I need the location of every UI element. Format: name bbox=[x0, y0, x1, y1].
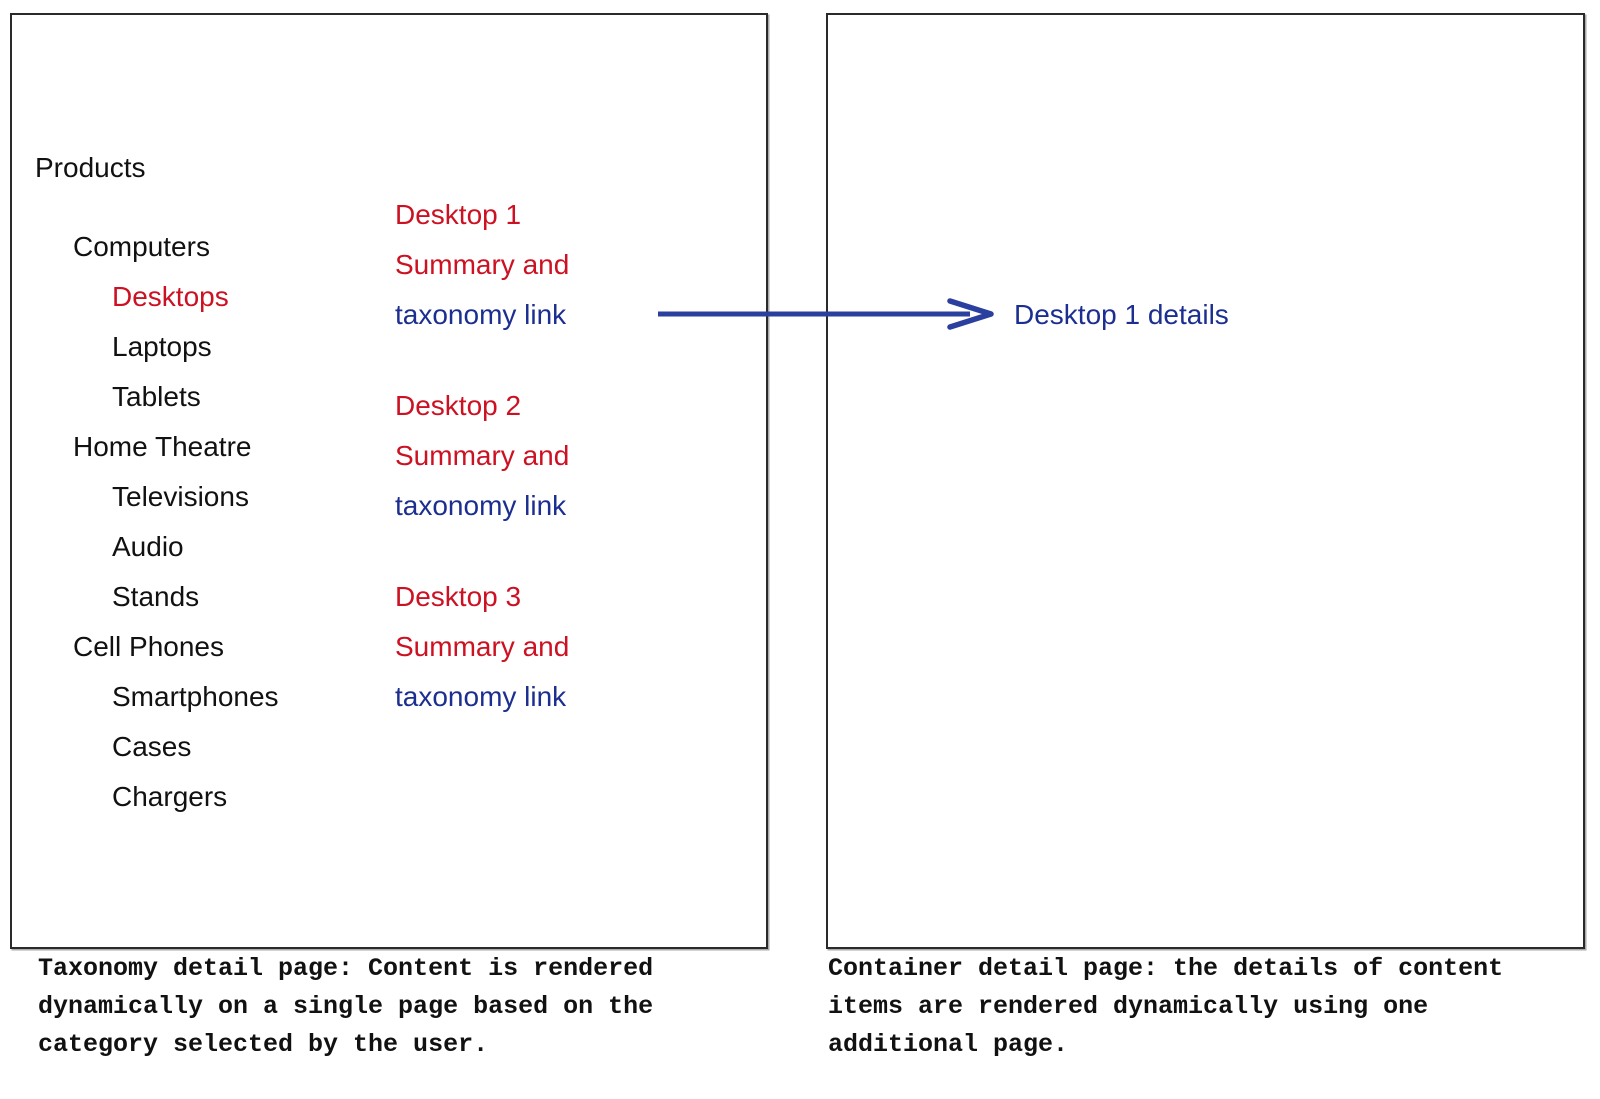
caption-line: Taxonomy detail page: Content is rendere… bbox=[38, 954, 654, 983]
category-tree: Products Computers Desktops Laptops Tabl… bbox=[35, 143, 279, 822]
taxonomy-link[interactable]: taxonomy link bbox=[395, 681, 567, 712]
teaser-title: Desktop 1 bbox=[395, 199, 522, 230]
tree-item-computers[interactable]: Computers bbox=[73, 231, 210, 262]
tree-item-cell-phones[interactable]: Cell Phones bbox=[73, 631, 224, 662]
caption-line: additional page. bbox=[828, 1030, 1069, 1059]
tree-item-audio[interactable]: Audio bbox=[112, 531, 184, 562]
tree-item-desktops[interactable]: Desktops bbox=[112, 281, 229, 312]
tree-item-stands[interactable]: Stands bbox=[112, 581, 200, 612]
tree-item-products[interactable]: Products bbox=[35, 152, 146, 183]
detail-page-label: Desktop 1 details bbox=[1014, 299, 1229, 330]
teaser-title: Desktop 3 bbox=[395, 581, 522, 612]
teaser-desktop-2: Desktop 2 Summary and taxonomy link bbox=[395, 381, 569, 531]
flow-arrow-icon bbox=[658, 298, 994, 330]
taxonomy-link[interactable]: taxonomy link bbox=[395, 299, 567, 330]
tree-item-laptops[interactable]: Laptops bbox=[112, 331, 212, 362]
container-detail-page-panel: Desktop 1 details bbox=[826, 13, 1585, 949]
taxonomy-link[interactable]: taxonomy link bbox=[395, 490, 567, 521]
tree-item-televisions[interactable]: Televisions bbox=[112, 481, 249, 512]
teaser-summary: Summary and bbox=[395, 249, 570, 280]
caption-line: category selected by the user. bbox=[38, 1030, 489, 1059]
tree-item-cases[interactable]: Cases bbox=[112, 731, 192, 762]
teaser-list: Desktop 1 Summary and taxonomy link Desk… bbox=[395, 190, 569, 763]
taxonomy-detail-page-panel: Products Computers Desktops Laptops Tabl… bbox=[10, 13, 768, 949]
caption-line: dynamically on a single page based on th… bbox=[38, 992, 654, 1021]
tree-item-tablets[interactable]: Tablets bbox=[112, 381, 201, 412]
taxonomy-caption: Taxonomy detail page: Content is rendere… bbox=[38, 950, 653, 1064]
teaser-summary: Summary and bbox=[395, 440, 570, 471]
caption-line: items are rendered dynamically using one bbox=[828, 992, 1429, 1021]
tree-item-home-theatre[interactable]: Home Theatre bbox=[73, 431, 252, 462]
caption-line: Container detail page: the details of co… bbox=[828, 954, 1504, 983]
tree-item-chargers[interactable]: Chargers bbox=[112, 781, 228, 812]
teaser-summary: Summary and bbox=[395, 631, 570, 662]
teaser-desktop-1: Desktop 1 Summary and taxonomy link bbox=[395, 190, 569, 340]
tree-item-smartphones[interactable]: Smartphones bbox=[112, 681, 279, 712]
teaser-desktop-3: Desktop 3 Summary and taxonomy link bbox=[395, 572, 569, 722]
teaser-title: Desktop 2 bbox=[395, 390, 522, 421]
container-caption: Container detail page: the details of co… bbox=[828, 950, 1503, 1064]
